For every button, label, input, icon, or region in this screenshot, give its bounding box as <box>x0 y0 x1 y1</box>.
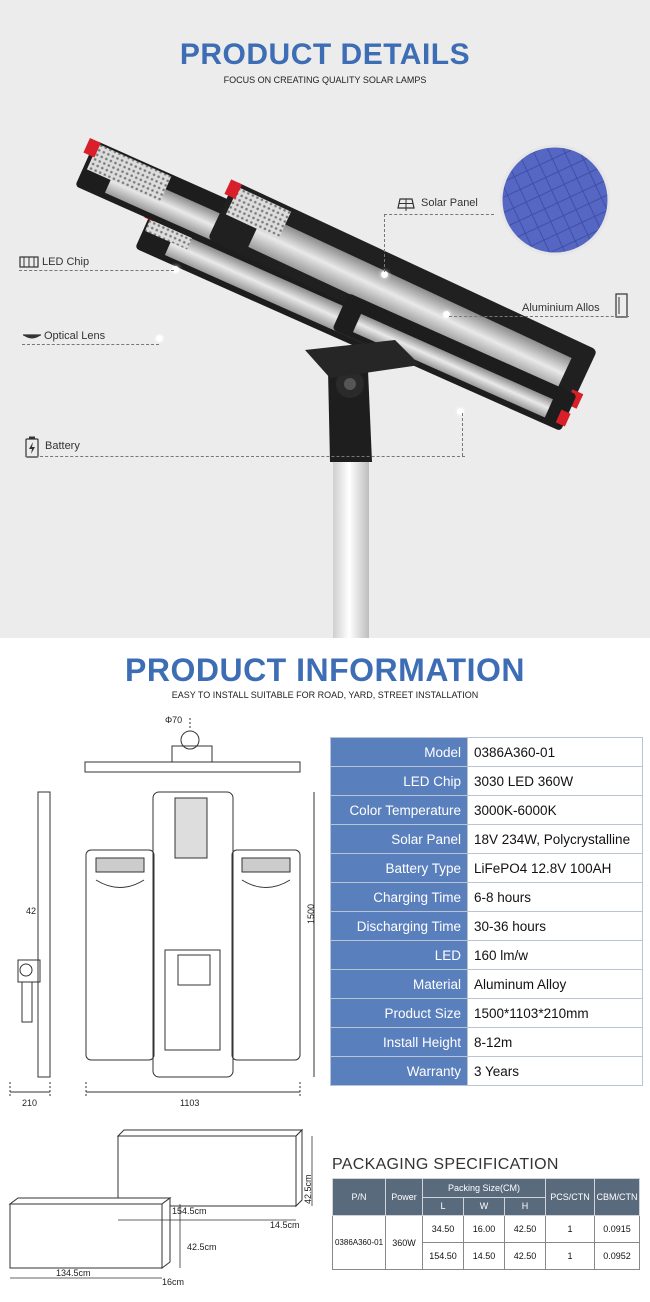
packaging-table: P/N Power Packing Size(CM) PCS/CTN CBM/C… <box>332 1178 640 1270</box>
box1-height: 42.5cm <box>303 1174 313 1204</box>
col-pn: P/N <box>332 1178 386 1216</box>
table-row: 0386A360-01 360W 34.50 16.00 42.50 1 0.0… <box>332 1215 640 1270</box>
technical-drawing <box>9 718 315 1098</box>
dim-width-front: 1103 <box>180 1098 200 1108</box>
box1-length: 154.5cm <box>172 1206 207 1216</box>
packaging-title: PACKAGING SPECIFICATION <box>332 1156 559 1173</box>
details-subtitle: FOCUS ON CREATING QUALITY SOLAR LAMPS <box>223 75 427 85</box>
table-row: 154.50 14.50 42.50 1 0.0952 <box>333 1242 640 1270</box>
dim-phi: Φ70 <box>165 715 183 725</box>
dim-depth: 42 <box>26 906 37 916</box>
box2-length: 134.5cm <box>56 1268 91 1278</box>
col-h: H <box>504 1196 546 1216</box>
hotspot-solar-panel <box>381 271 388 278</box>
details-title: PRODUCT DETAILS <box>179 38 471 71</box>
solar-panel-label: Solar Panel <box>421 197 478 209</box>
battery-label: Battery <box>45 440 80 452</box>
aluminium-label: Aluminium Allos <box>522 302 600 314</box>
hotspot-aluminium <box>443 311 450 318</box>
box2-width: 16cm <box>162 1277 185 1287</box>
hotspot-optical-lens <box>156 335 163 342</box>
information-subtitle: EASY TO INSTALL SUITABLE FOR ROAD, YARD,… <box>171 690 479 700</box>
packaging-boxes-drawing <box>8 1128 313 1279</box>
aluminium-profile-icon <box>615 293 628 318</box>
hotspot-battery <box>457 408 464 415</box>
col-power: Power <box>385 1178 423 1216</box>
led-chip-label: LED Chip <box>42 256 90 268</box>
dim-width-side: 210 <box>22 1098 38 1108</box>
information-title: PRODUCT INFORMATION <box>125 652 525 688</box>
col-packing-size: Packing Size(CM) <box>422 1178 546 1198</box>
optical-lens-label: Optical Lens <box>44 330 106 342</box>
product-details-section: PRODUCT DETAILS FOCUS ON CREATING QUALIT… <box>0 0 650 638</box>
optical-lens-icon <box>23 334 41 339</box>
solar-lamp-illustration <box>76 137 611 638</box>
solar-panel-closeup <box>499 144 611 256</box>
col-cbm: CBM/CTN <box>594 1178 640 1216</box>
battery-icon <box>25 436 39 458</box>
led-chip-icon <box>19 256 39 268</box>
dim-height: 1500 <box>306 903 316 924</box>
solar-panel-icon <box>397 198 415 211</box>
hotspot-led-chip <box>172 266 179 273</box>
box2-height: 42.5cm <box>187 1242 217 1252</box>
box1-width: 14.5cm <box>270 1220 300 1230</box>
col-l: L <box>422 1196 464 1216</box>
col-w: W <box>463 1196 505 1216</box>
col-pcs: PCS/CTN <box>545 1178 595 1216</box>
